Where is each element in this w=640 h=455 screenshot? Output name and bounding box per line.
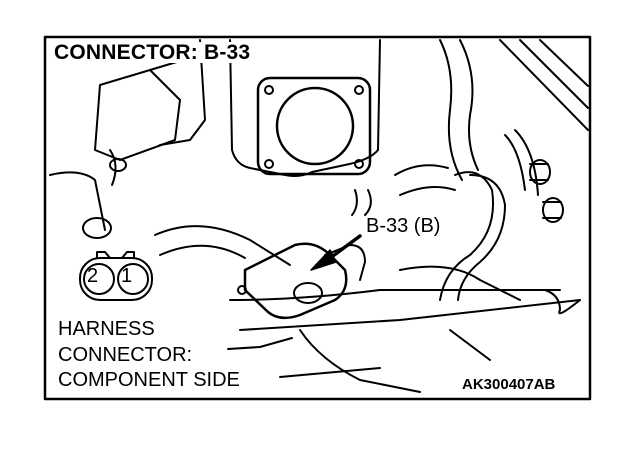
- hose-right-upper: [439, 39, 463, 181]
- pin-2-label: 2: [87, 265, 99, 287]
- pin-1-circle: [117, 263, 149, 295]
- connector-lock-tab: [96, 251, 135, 259]
- throttle-bore: [275, 86, 355, 166]
- connector-title: CONNECTOR: B-33: [52, 41, 253, 64]
- pin-2-circle: [83, 263, 115, 295]
- harness-leader: [227, 337, 293, 350]
- component-side-leader: [279, 367, 381, 378]
- figure-code: AK300407AB: [462, 376, 556, 393]
- harness-note-line1: HARNESS: [58, 318, 155, 340]
- connector-callout-label: B-33 (B): [364, 215, 443, 237]
- long-pipe: [154, 225, 291, 266]
- throttle-body: [256, 76, 372, 176]
- harness-note-line2: CONNECTOR:: [58, 344, 193, 366]
- connector-face-outline: [79, 257, 153, 301]
- sensor-body: [243, 242, 348, 320]
- pin-1-label: 1: [121, 265, 133, 287]
- intake-body: [229, 39, 381, 177]
- hose-right-lower: [439, 171, 494, 301]
- figure-frame: [43, 35, 592, 401]
- harness-note-line3: COMPONENT SIDE: [58, 369, 240, 391]
